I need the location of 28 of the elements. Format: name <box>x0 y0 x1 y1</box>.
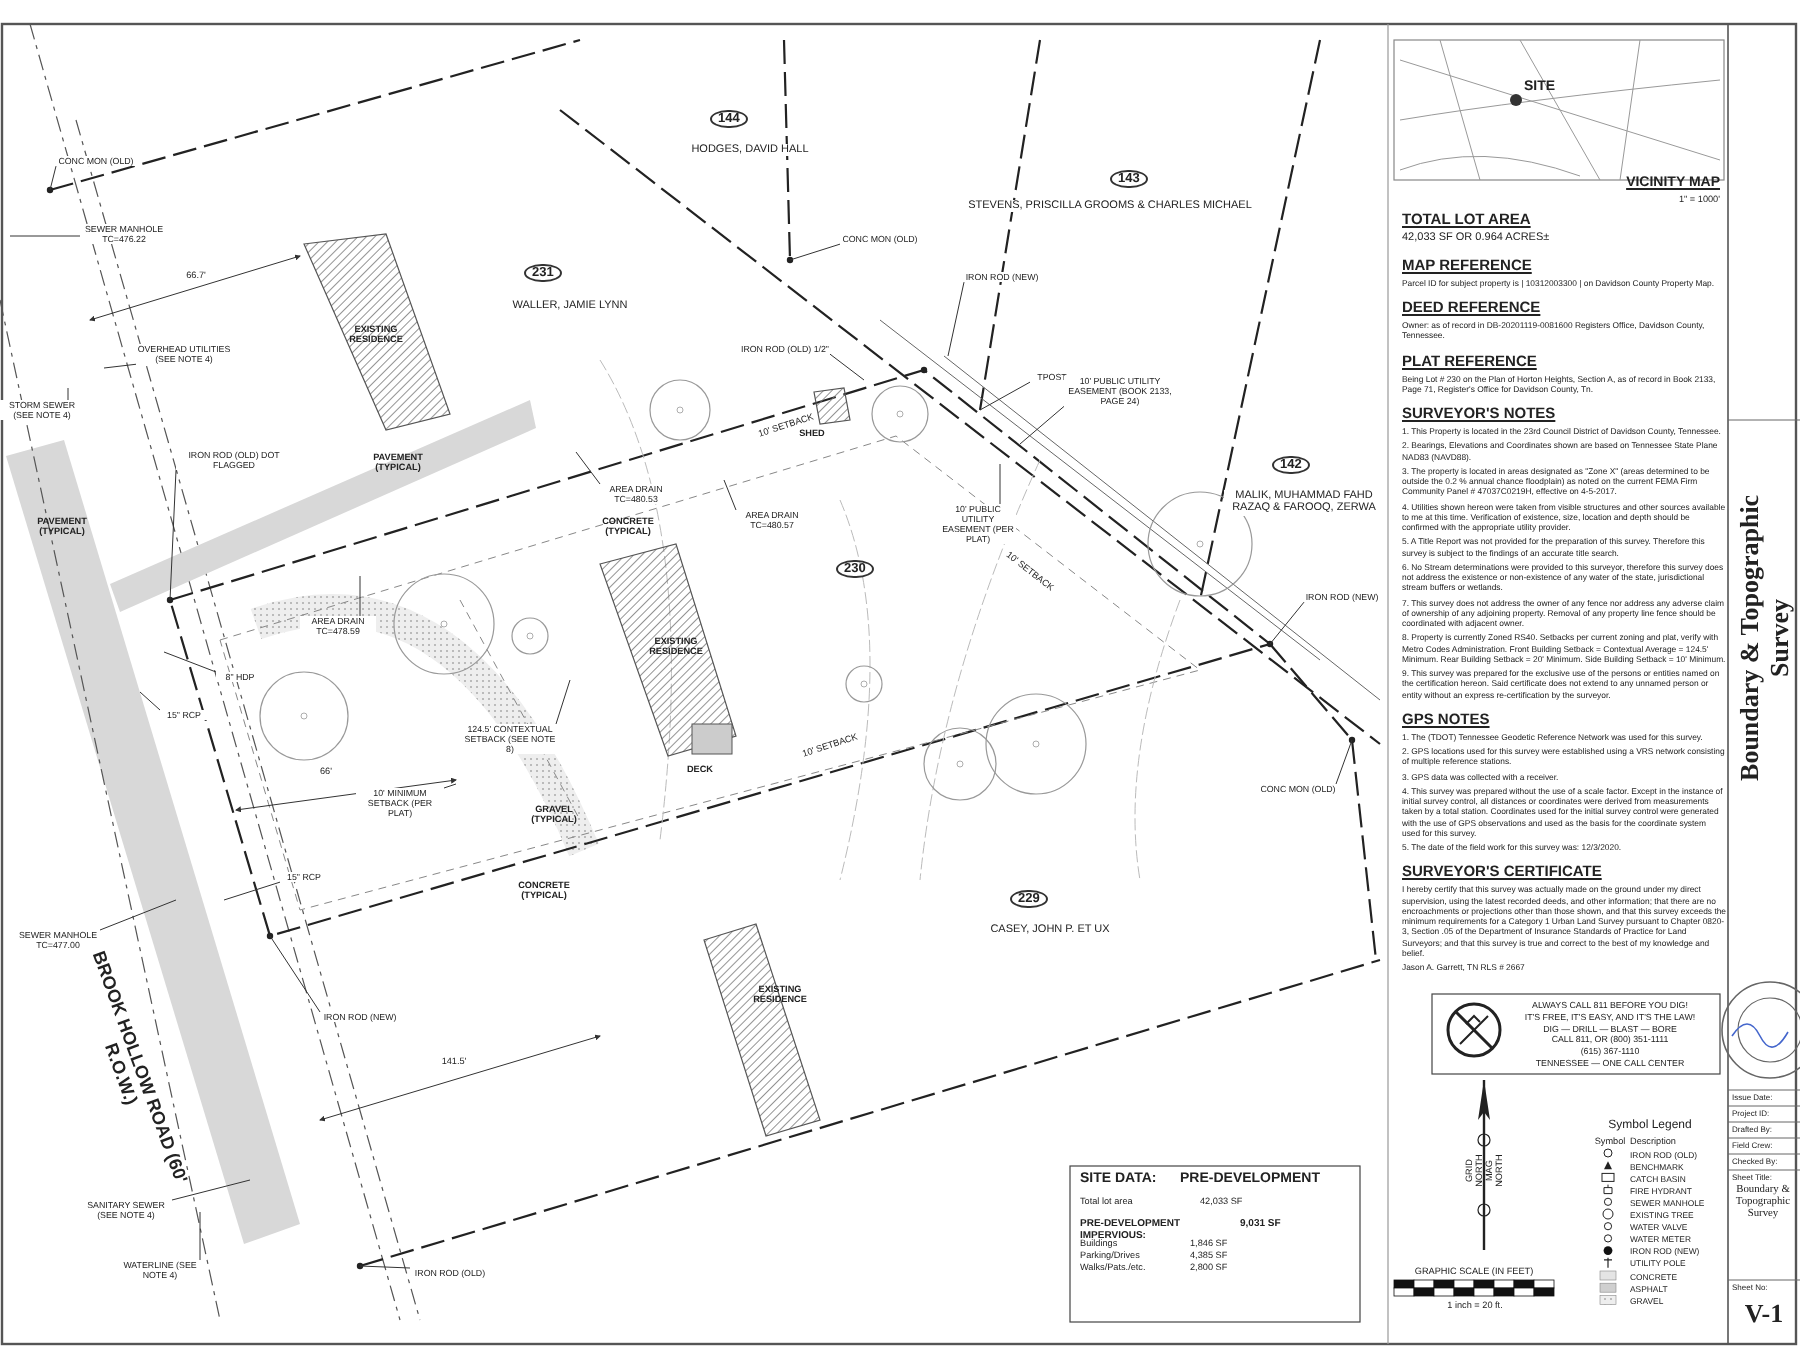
leader-line <box>359 575 361 617</box>
leader-line <box>67 387 69 401</box>
leader-line <box>555 679 571 725</box>
leader-line <box>269 935 321 1013</box>
leader-line <box>223 881 281 901</box>
leader-line <box>999 463 1001 505</box>
leader-line <box>9 235 81 237</box>
leader-line <box>359 1265 411 1269</box>
leader-line <box>829 353 865 381</box>
leader-line <box>103 363 137 369</box>
leader-line <box>199 1211 201 1261</box>
leader-line <box>789 243 841 261</box>
leader-line <box>171 1179 251 1201</box>
leader-line <box>979 381 1031 411</box>
sheet-number: V-1 <box>1742 1300 1786 1330</box>
leader-line <box>99 899 177 931</box>
leader-line <box>947 281 965 357</box>
leader-line <box>1269 601 1305 645</box>
leader-line <box>575 451 601 485</box>
leader-line <box>163 651 217 673</box>
leader-line <box>1019 405 1065 445</box>
leader-line <box>1335 739 1353 785</box>
leader-line <box>443 783 457 789</box>
leader-line <box>169 469 177 601</box>
leader-line <box>49 165 57 191</box>
leader-line <box>139 691 161 711</box>
leader-line <box>723 479 737 511</box>
sheet-title: Boundary & Topographic Survey <box>1736 492 1796 785</box>
